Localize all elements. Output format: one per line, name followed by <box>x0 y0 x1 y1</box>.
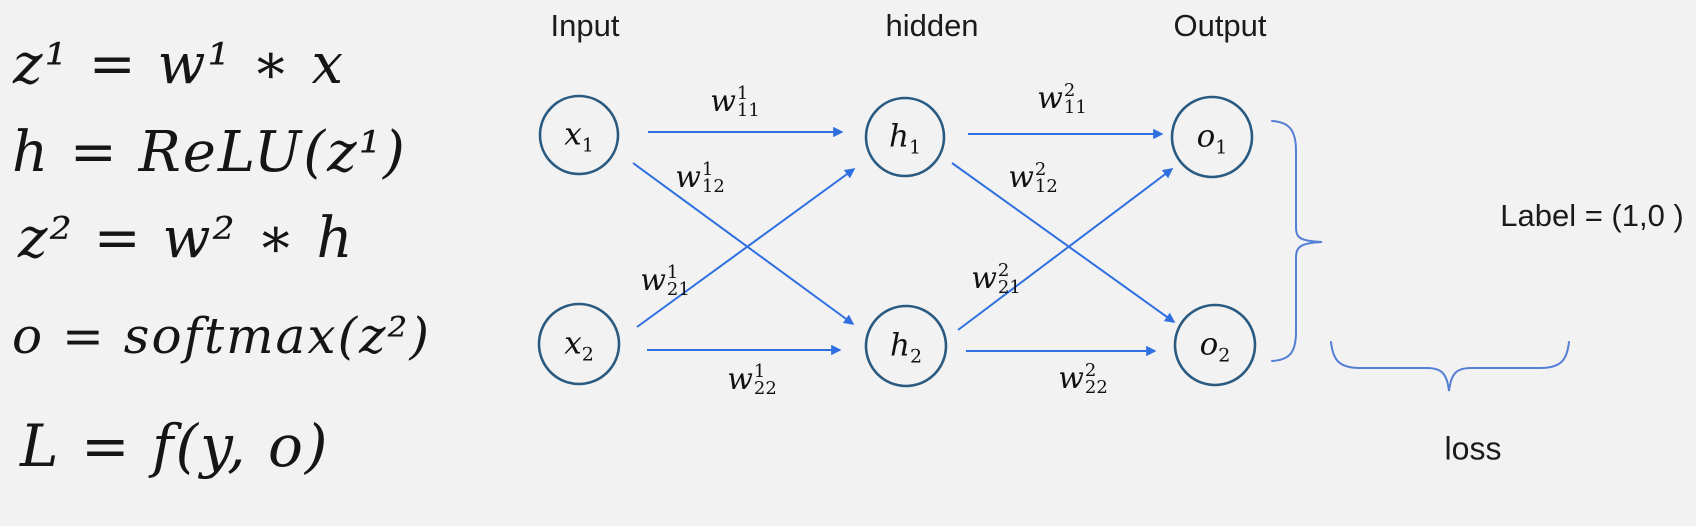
w2-12-sub: 12 <box>1034 176 1058 197</box>
arrow-h1-o2 <box>951 162 1176 323</box>
node-x1-sub: 1 <box>581 134 594 157</box>
w2-22-base: w <box>1058 361 1084 396</box>
w1-11-sup: 1 <box>736 82 749 104</box>
w1-21-base: w <box>640 263 666 298</box>
w1-12-sup: 1 <box>701 158 714 180</box>
output-group-brace <box>1271 120 1323 362</box>
arrow-x2-h1 <box>636 168 856 328</box>
node-o2-circle <box>1173 303 1257 387</box>
w2-11-base: w <box>1037 81 1063 116</box>
w1-11-sub: 11 <box>736 100 760 121</box>
loss-annotation: loss <box>1444 430 1502 467</box>
equation-h: h = ReLU(z¹) <box>12 120 407 185</box>
layer-label-output: Output <box>1173 8 1267 43</box>
w2-12-base: w <box>1008 160 1034 195</box>
layer-label-hidden: hidden <box>885 8 979 43</box>
w2-11-sup: 2 <box>1063 79 1076 101</box>
node-h1-sub: 1 <box>908 136 922 159</box>
w2-21-base: w <box>971 261 997 296</box>
w2-22-sub: 22 <box>1084 377 1108 398</box>
node-x1-circle <box>538 94 620 176</box>
equation-z2: z² = w² ∗ h <box>18 206 355 271</box>
node-x2-circle <box>537 302 621 386</box>
w1-11-base: w <box>710 84 736 119</box>
node-x1-base: x <box>564 116 582 153</box>
node-h2-sub: 2 <box>909 345 923 368</box>
node-x2-sub: 2 <box>581 343 594 366</box>
equation-z1: z¹ = w¹ ∗ x <box>13 32 346 97</box>
loss-underbrace <box>1330 341 1570 392</box>
node-h1-base: h <box>888 118 909 155</box>
node-h1-circle <box>864 96 946 178</box>
w1-22-base: w <box>727 362 753 397</box>
node-o1-circle <box>1170 95 1254 179</box>
arrow-h2-o1 <box>957 168 1174 331</box>
w1-22-sup: 1 <box>753 360 766 382</box>
w2-22-sup: 2 <box>1084 359 1097 381</box>
w2-21-sub: 21 <box>997 277 1021 298</box>
node-o1-sub: 1 <box>1215 136 1228 159</box>
layer-label-input: Input <box>550 8 620 43</box>
node-x2-base: x <box>564 325 582 362</box>
w2-12-sup: 2 <box>1034 158 1047 180</box>
equation-o: o = softmax(z²) <box>12 307 431 365</box>
w1-21-sub: 21 <box>666 279 690 300</box>
node-h2-base: h <box>889 327 910 364</box>
arrow-x1-h2 <box>632 162 855 325</box>
w1-22-sub: 22 <box>753 378 777 399</box>
node-o2-base: o <box>1199 326 1219 363</box>
w1-12-base: w <box>675 160 701 195</box>
node-h2-circle <box>864 304 948 388</box>
node-o1-base: o <box>1196 118 1216 155</box>
label-annotation: Label = (1,0 ) <box>1500 198 1684 233</box>
node-o2-sub: 2 <box>1218 344 1231 367</box>
w1-12-sub: 12 <box>701 176 725 197</box>
equation-loss-fn: L = f(y, o) <box>20 412 330 480</box>
w2-11-sub: 11 <box>1063 97 1087 118</box>
w1-21-sup: 1 <box>666 261 679 283</box>
w2-21-sup: 2 <box>997 259 1010 281</box>
